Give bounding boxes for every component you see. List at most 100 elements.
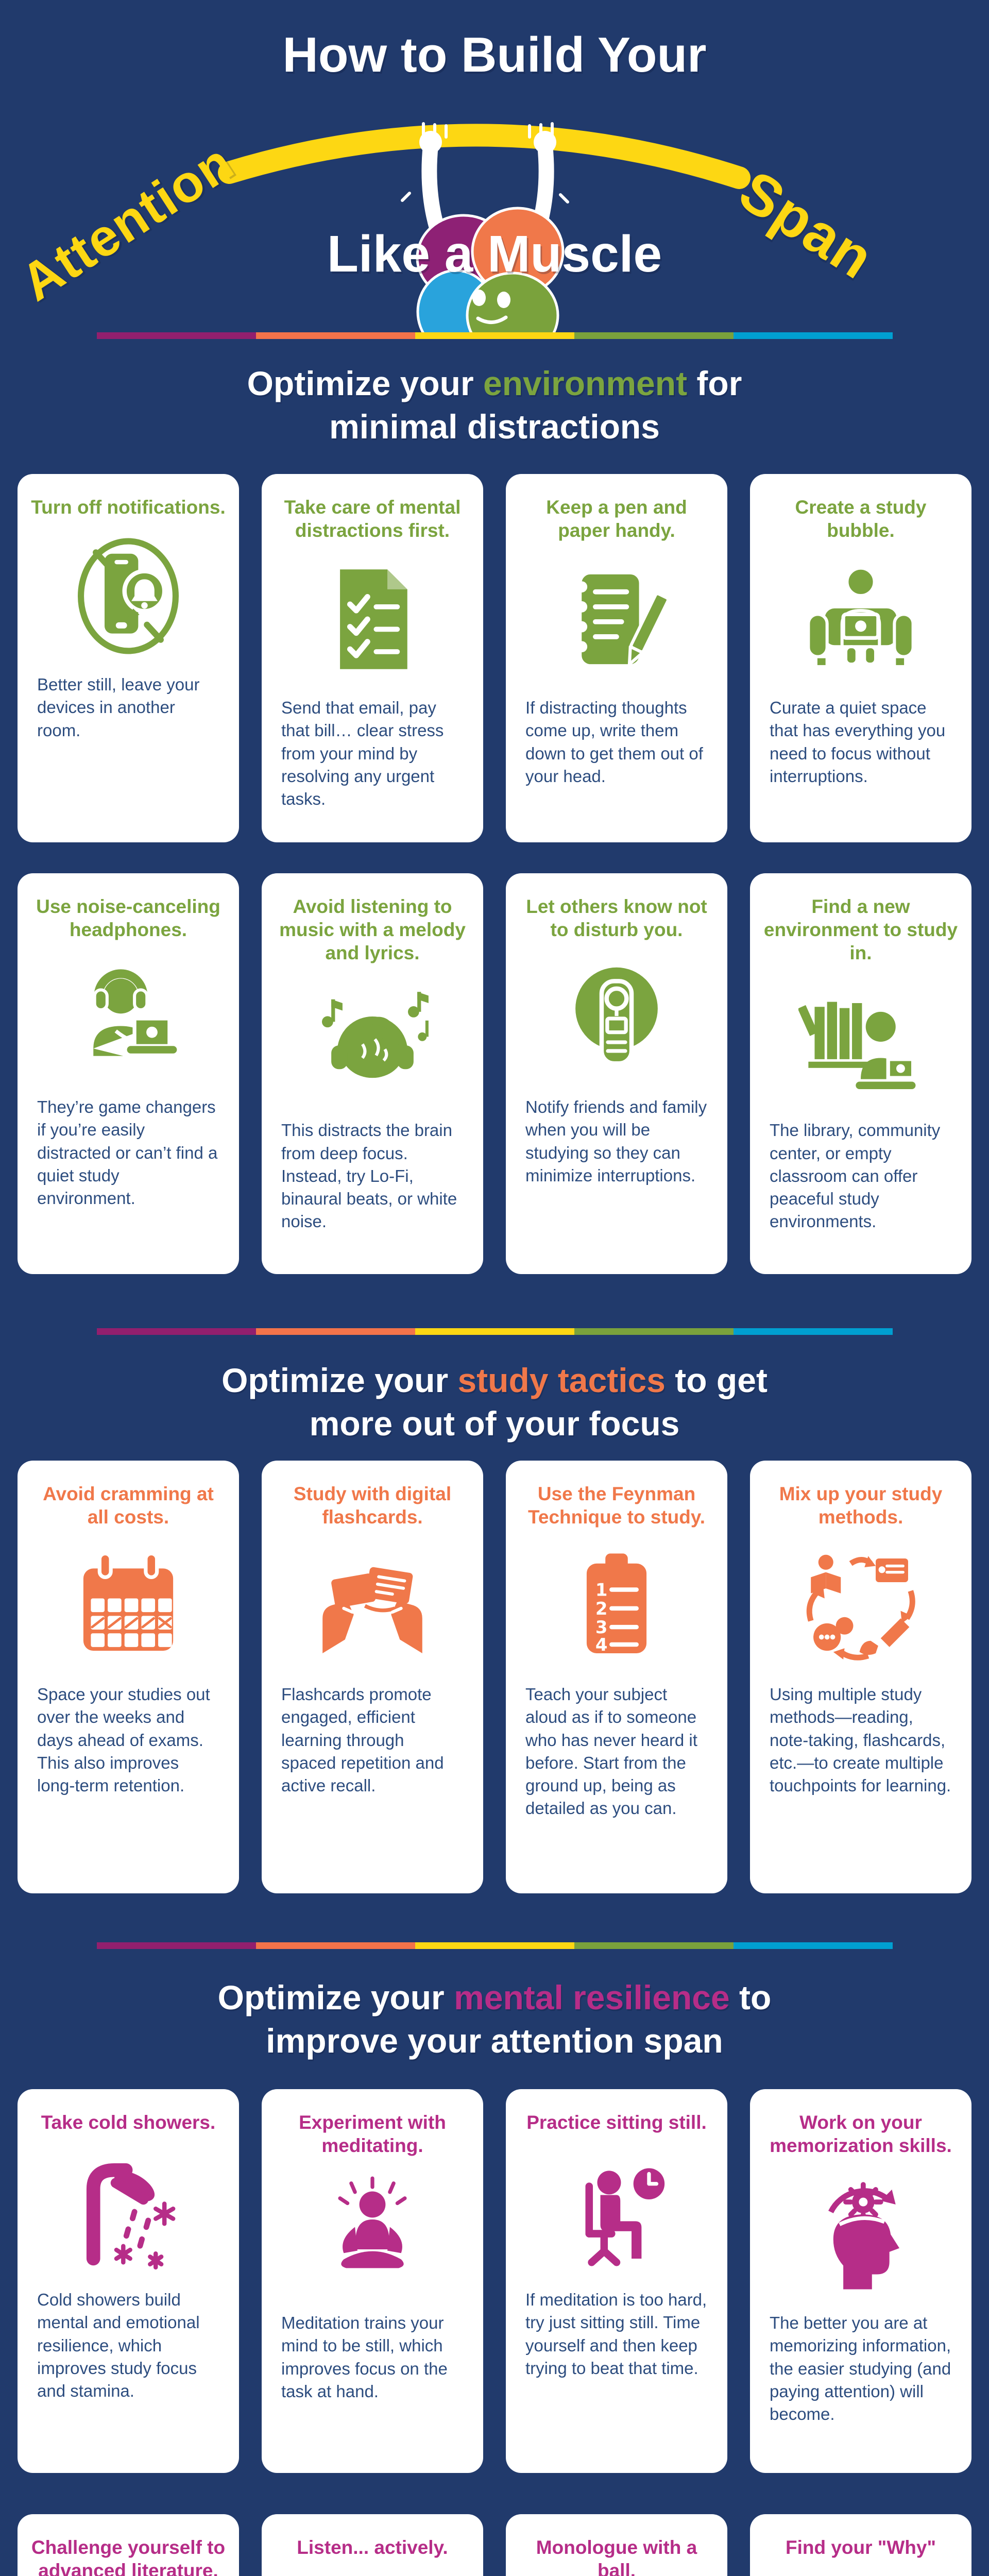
heading-accent: environment: [483, 364, 688, 402]
divider-segment: [256, 332, 415, 339]
cold-shower-icon: [18, 2134, 239, 2289]
tip-card: Practice sitting still. If meditation is …: [506, 2089, 727, 2473]
tip-card-body: The library, community center, or empty …: [770, 1121, 941, 1231]
section-heading-line1: Optimize your mental resilience to: [0, 1976, 989, 2020]
tip-card-body: Meditation trains your mind to be still,…: [281, 2313, 448, 2401]
tip-card-title: Practice sitting still.: [526, 2112, 707, 2133]
tip-card-title: Monologue with a ball.: [536, 2537, 697, 2576]
heading-accent: mental resilience: [454, 1978, 730, 2016]
tip-card-title: Avoid cramming at all costs.: [43, 1483, 214, 1528]
brain-headphones-music-icon: [262, 964, 483, 1119]
divider-segment: [256, 1942, 415, 1949]
divider-segment: [97, 1328, 256, 1335]
heading-text: to get: [665, 1361, 768, 1399]
tip-card-title: Listen... actively.: [297, 2537, 448, 2558]
memory-gears-icon: [750, 2157, 971, 2312]
divider-segment: [574, 1328, 734, 1335]
tip-card: Find your "Why"WHYRevisit the reasons wh…: [750, 2514, 971, 2576]
tip-card-body: The better you are at memorizing informa…: [770, 2313, 951, 2424]
tip-card-title: Use the Feynman Technique to study.: [528, 1483, 705, 1528]
heading-text: Optimize your: [217, 1978, 454, 2016]
tip-card: Mix up your study methods. Using multiple…: [750, 1461, 971, 1893]
tip-card-title: Create a study bubble.: [795, 497, 927, 541]
tip-card: Avoid listening to music with a melody a…: [262, 873, 483, 1274]
tip-card-title: Experiment with meditating.: [299, 2112, 446, 2157]
divider-segment: [97, 1942, 256, 1949]
section-heading-line2: improve your attention span: [266, 2021, 723, 2060]
rainbow-divider: [97, 1328, 893, 1335]
tip-card-title: Mix up your study methods.: [779, 1483, 943, 1528]
rainbow-divider: [97, 1942, 893, 1949]
tip-card-title: Find your "Why": [785, 2537, 936, 2558]
tip-card-body: This distracts the brain from deep focus…: [281, 1121, 457, 1231]
tip-card-body: Teach your subject aloud as if to someon…: [525, 1685, 697, 1818]
divider-segment: [256, 1328, 415, 1335]
divider-segment: [734, 1328, 893, 1335]
tip-card-title: Work on your memorization skills.: [770, 2112, 952, 2157]
find-your-why-icon: WHY: [750, 2559, 971, 2576]
tip-card-body: Curate a quiet space that has everything…: [770, 698, 946, 786]
phone-notifications-off-icon: [18, 519, 239, 673]
tip-card: Turn off notifications. Better still, lea…: [18, 474, 239, 842]
tip-card-title: Find a new environment to study in.: [763, 896, 958, 964]
section-heading-study-tactics: Optimize your study tactics to get more o…: [0, 1359, 989, 1446]
rainbow-divider: [97, 332, 893, 339]
checklist-document-icon: [262, 542, 483, 697]
tip-card: Listen... actively.Focus intensely while…: [262, 2514, 483, 2576]
section-heading-line1: Optimize your environment for: [0, 362, 989, 405]
tip-card-body: Flashcards promote engaged, efficient le…: [281, 1685, 444, 1795]
section-heading-line2: more out of your focus: [309, 1404, 680, 1443]
divider-segment: [734, 1942, 893, 1949]
tip-card: Experiment with meditating. Meditation tr…: [262, 2089, 483, 2473]
active-listening-icon: [262, 2559, 483, 2576]
tip-card: Avoid cramming at all costs. Space your s…: [18, 1461, 239, 1893]
page-title-bottom: Like a Muscle: [327, 225, 662, 283]
divider-segment: [574, 332, 734, 339]
door-hanger-icon: [506, 941, 727, 1096]
tip-card: Find a new environment to study in. The l…: [750, 873, 971, 1274]
tip-card-body: Space your studies out over the weeks an…: [37, 1685, 210, 1795]
svg-text:2: 2: [595, 1599, 608, 1619]
divider-segment: [97, 332, 256, 339]
study-calendar-icon: [18, 1529, 239, 1683]
tip-card-body: Using multiple study methods—reading, no…: [770, 1685, 951, 1795]
tip-card: Work on your memorization skills. The bet…: [750, 2089, 971, 2473]
tip-card: Challenge yourself to advanced literatur…: [18, 2514, 239, 2576]
heading-text: Optimize your: [221, 1361, 458, 1399]
svg-text:3: 3: [595, 1617, 608, 1637]
tip-card-body: Notify friends and family when you will …: [525, 1097, 707, 1185]
meditation-icon: [262, 2157, 483, 2312]
tip-card-title: Keep a pen and paper handy.: [546, 497, 687, 541]
page-title-top: How to Build Your: [282, 27, 707, 82]
svg-text:4: 4: [595, 1635, 608, 1655]
tip-card-body: If distracting thoughts come up, write t…: [525, 698, 703, 786]
tip-card: Study with digital flashcards.Flashcards…: [262, 1461, 483, 1893]
notebook-pencil-icon: [506, 542, 727, 697]
tip-card-body: They’re game changers if you’re easily d…: [37, 1097, 218, 1208]
study-couch-laptop-icon: [750, 542, 971, 697]
library-study-icon: [750, 964, 971, 1119]
tip-card-title: Turn off notifications.: [31, 497, 226, 518]
divider-segment: [415, 332, 574, 339]
card-row: Avoid cramming at all costs. Space your s…: [18, 1461, 971, 1893]
card-row: Turn off notifications. Better still, lea…: [18, 474, 971, 842]
heading-text: to: [729, 1978, 772, 2016]
tip-card: Take cold showers. Cold showers build men…: [18, 2089, 239, 2473]
tip-card-body: Better still, leave your devices in anot…: [37, 675, 200, 740]
tip-card-title: Take cold showers.: [41, 2112, 216, 2133]
arc-word-attention: Attention: [10, 132, 244, 312]
tip-card: Let others know not to disturb you. Notif…: [506, 873, 727, 1274]
tip-card-title: Let others know not to disturb you.: [526, 896, 707, 941]
headphones-laptop-icon: [18, 941, 239, 1096]
tip-card-body: Cold showers build mental and emotional …: [37, 2290, 200, 2400]
heading-accent: study tactics: [457, 1361, 666, 1399]
tip-card-body: Send that email, pay that bill… clear st…: [281, 698, 444, 809]
flashcards-hands-icon: [262, 1529, 483, 1683]
section-heading-line2: minimal distractions: [329, 407, 660, 446]
tip-card-body: If meditation is too hard, try just sitt…: [525, 2290, 707, 2378]
tip-card-title: Avoid listening to music with a melody a…: [279, 896, 466, 964]
